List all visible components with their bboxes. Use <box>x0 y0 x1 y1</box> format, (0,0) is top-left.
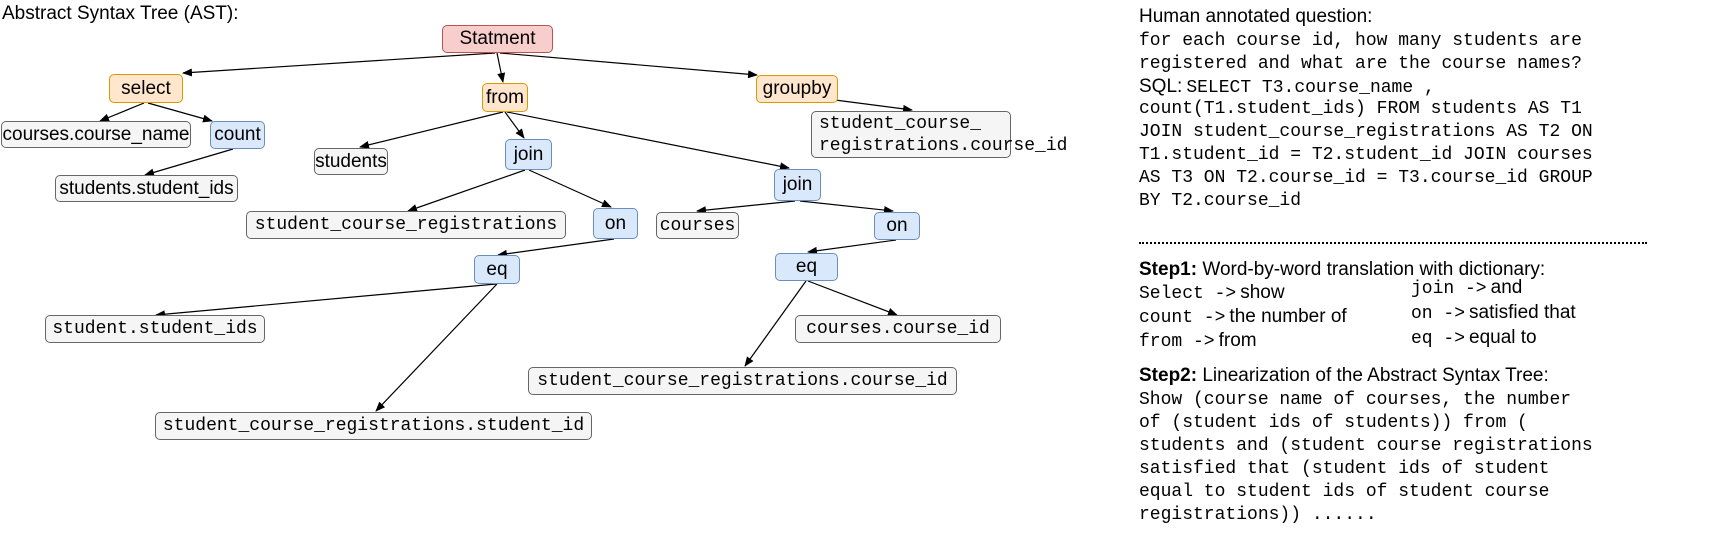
step2-label: Step2: <box>1139 365 1198 386</box>
step2-line: equal to student ids of student course <box>1139 482 1550 502</box>
edge-select-coursename <box>99 102 145 122</box>
step2-line: registrations)) ...... <box>1139 505 1377 525</box>
dict-entry: Select -> show <box>1139 282 1285 304</box>
dict-entry: from -> from <box>1139 330 1257 352</box>
dict-src: join -> <box>1411 279 1487 299</box>
node-join-2: join <box>774 169 821 201</box>
node-on-1: on <box>593 208 638 239</box>
node-eq-2: eq <box>775 253 838 281</box>
step2-heading: Step2: Linearization of the Abstract Syn… <box>1139 365 1549 387</box>
node-from: from <box>482 83 528 112</box>
dict-dst: from <box>1218 330 1257 351</box>
edge-join1-on1 <box>528 169 612 208</box>
node-course-name: courses.course_name <box>1 121 191 148</box>
edge-from-students <box>359 111 504 149</box>
edge-eq1-scrstudentid <box>375 283 498 412</box>
edge-groupby-col <box>834 99 913 113</box>
edge-on1-eq1 <box>497 238 615 258</box>
step2-line: Show (course name of courses, the number <box>1139 390 1572 410</box>
dict-dst: satisfied that <box>1469 302 1576 323</box>
node-on-2: on <box>874 212 920 240</box>
edge-count-studentids <box>144 148 234 177</box>
edge-from-join1 <box>504 111 525 139</box>
ast-edges <box>99 52 913 412</box>
sql-line: T1.student_id = T2.student_id JOIN cours… <box>1139 145 1593 165</box>
edge-eq2-scrcourseid <box>744 280 807 367</box>
edge-join1-scr <box>407 169 526 212</box>
node-count: count <box>210 121 265 149</box>
node-scr-student-id: student_course_registrations.student_id <box>155 412 592 440</box>
question-label: Human annotated question: <box>1139 6 1373 27</box>
step2-line: of (student ids of students)) from ( <box>1139 413 1528 433</box>
node-select: select <box>109 74 183 103</box>
dict-dst: the number of <box>1229 306 1347 327</box>
node-student-ids: students.student_ids <box>55 175 238 202</box>
node-eq-1: eq <box>474 255 520 284</box>
edge-eq1-studentids <box>155 283 497 319</box>
sql-line: JOIN student_course_registrations AS T2 … <box>1139 122 1593 142</box>
dict-entry: join -> and <box>1411 277 1522 299</box>
groupby-column-line1: student_course_ <box>819 113 982 134</box>
ast-title: Abstract Syntax Tree (AST): <box>2 3 239 24</box>
dict-src: from -> <box>1139 332 1215 352</box>
node-groupby-column: student_course_ registrations.course_id <box>811 111 1067 158</box>
sql-line: BY T2.course_id <box>1139 191 1302 211</box>
edge-eq2-coursescourseid <box>807 280 898 316</box>
node-statement: Statment <box>442 25 553 53</box>
step1-heading: Step1: Word-by-word translation with dic… <box>1139 259 1545 281</box>
step2-line: satisfied that (student ids of student <box>1139 459 1550 479</box>
dict-src: count -> <box>1139 308 1226 328</box>
step2-line: students and (student course registratio… <box>1139 436 1593 456</box>
node-student-student-ids: student.student_ids <box>45 315 265 343</box>
question-line: registered and what are the course names… <box>1139 54 1582 74</box>
sql-label: SQL: <box>1139 76 1183 97</box>
edge-from-join2 <box>506 111 790 171</box>
edge-join2-courses <box>696 200 796 215</box>
node-courses-course-id: courses.course_id <box>795 315 1001 343</box>
edge-statement-select <box>182 52 496 77</box>
groupby-column-line2: registrations.course_id <box>819 135 1068 156</box>
edge-on2-eq2 <box>807 239 897 255</box>
question-line: for each course id, how many students ar… <box>1139 31 1582 51</box>
dict-entry: on -> satisfied that <box>1411 302 1576 324</box>
edge-statement-from <box>496 52 506 83</box>
dict-entry: eq -> equal to <box>1411 327 1537 349</box>
dict-entry: count -> the number of <box>1139 306 1347 328</box>
step1-text: Word-by-word translation with dictionary… <box>1202 259 1546 280</box>
node-students: students <box>314 148 388 175</box>
edge-select-count <box>147 102 213 123</box>
edge-statement-groupby <box>499 52 758 79</box>
node-courses: courses <box>656 212 739 239</box>
sql-first-line: SQL: SELECT T3.course_name , <box>1139 76 1435 98</box>
sql-line: AS T3 ON T2.course_id = T3.course_id GRO… <box>1139 168 1593 188</box>
step1-label: Step1: <box>1139 259 1198 280</box>
node-groupby: groupby <box>756 75 838 103</box>
node-join-1: join <box>505 139 552 170</box>
dict-dst: equal to <box>1469 327 1537 348</box>
node-student-course-registrations: student_course_registrations <box>246 211 566 239</box>
dict-src: Select -> <box>1139 284 1237 304</box>
edge-join2-on2 <box>799 200 894 215</box>
dict-src: eq -> <box>1411 329 1466 349</box>
section-divider <box>1139 242 1647 244</box>
node-scr-course-id: student_course_registrations.course_id <box>528 367 957 395</box>
step2-text: Linearization of the Abstract Syntax Tre… <box>1202 365 1549 386</box>
dict-dst: show <box>1240 282 1285 303</box>
dict-dst: and <box>1490 277 1523 298</box>
dict-src: on -> <box>1411 304 1466 324</box>
sql-line: count(T1.student_ids) FROM students AS T… <box>1139 99 1582 119</box>
sql-text: SELECT T3.course_name , <box>1186 78 1435 98</box>
